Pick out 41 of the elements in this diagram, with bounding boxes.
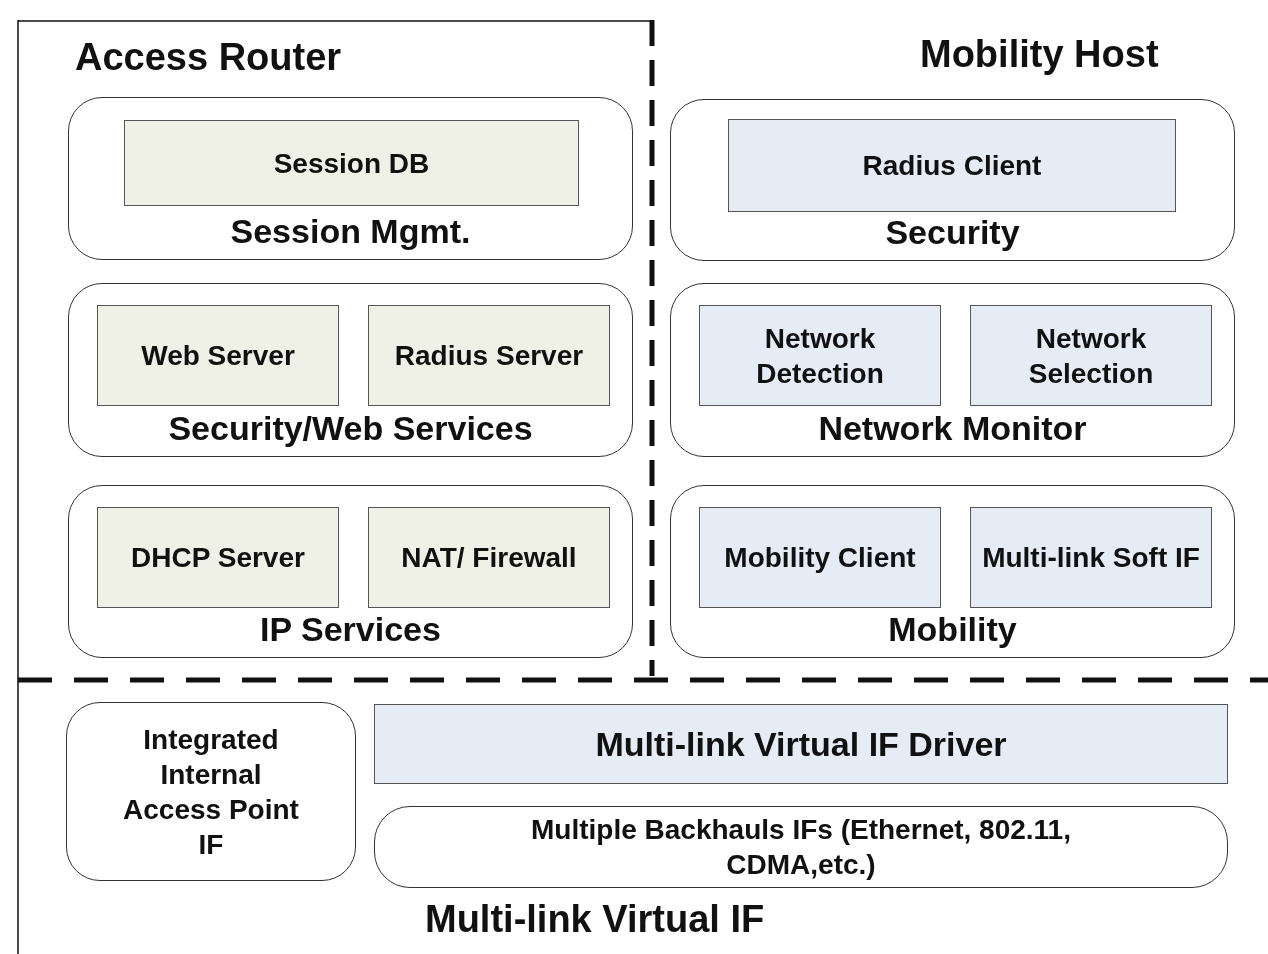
component-box — [97, 507, 339, 608]
section-title: Access Router — [75, 36, 342, 79]
component-group — [68, 283, 633, 457]
component-group — [670, 283, 1235, 457]
interface-box — [374, 806, 1228, 888]
component-label: NAT/ Firewall — [401, 541, 577, 575]
component-box — [97, 305, 339, 406]
component-label: Web Server — [141, 339, 295, 373]
group-title: Security — [885, 213, 1020, 252]
component-label: Radius Server — [394, 339, 584, 373]
component-label: Network Selection — [1027, 321, 1155, 391]
component-box — [374, 704, 1228, 784]
component-label: Integrated Internal Access Point IF — [122, 722, 300, 862]
component-box — [699, 507, 941, 608]
component-label: Multi-link Soft IF — [982, 541, 1200, 575]
component-group — [670, 485, 1235, 658]
component-group — [68, 485, 633, 658]
component-box — [970, 305, 1212, 406]
section-title: Mobility Host — [920, 33, 1159, 76]
component-box — [124, 120, 579, 206]
component-label: DHCP Server — [131, 541, 305, 575]
section-title: Multi-link Virtual IF — [425, 898, 765, 941]
component-box — [368, 305, 610, 406]
component-box — [699, 305, 941, 406]
group-title: Security/Web Services — [168, 409, 533, 448]
component-label: Network Detection — [755, 321, 885, 391]
component-group — [68, 97, 633, 260]
component-label: Multi-link Virtual IF Driver — [595, 723, 1007, 765]
group-title: Mobility — [888, 610, 1017, 649]
component-box — [368, 507, 610, 608]
component-label: Mobility Client — [724, 541, 916, 575]
interface-box — [66, 702, 356, 881]
component-label: Multiple Backhauls IFs (Ethernet, 802.11, CDMA,etc.) — [530, 813, 1072, 882]
component-label: Radius Client — [862, 149, 1042, 183]
component-box — [970, 507, 1212, 608]
group-title: IP Services — [260, 610, 441, 649]
component-group — [670, 99, 1235, 261]
group-title: Session Mgmt. — [230, 212, 471, 251]
group-title: Network Monitor — [818, 409, 1087, 448]
component-box — [728, 119, 1176, 212]
component-label: Session DB — [273, 146, 430, 181]
